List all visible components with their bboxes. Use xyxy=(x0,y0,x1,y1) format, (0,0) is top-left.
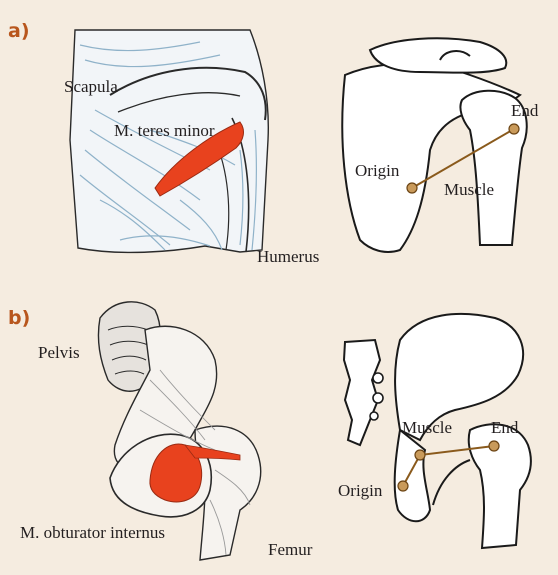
label-muscle-a: Muscle xyxy=(444,180,494,199)
panel-a: a) xyxy=(8,20,539,266)
origin-point xyxy=(407,183,417,193)
end-point xyxy=(489,441,499,451)
origin-point xyxy=(398,481,408,491)
panel-b-label: b) xyxy=(8,307,30,329)
label-humerus: Humerus xyxy=(257,247,319,266)
label-femur: Femur xyxy=(268,540,313,559)
label-end-a: End xyxy=(511,101,539,120)
shoulder-schematic xyxy=(342,38,526,252)
label-origin-b: Origin xyxy=(338,481,383,500)
label-end-b: End xyxy=(491,418,519,437)
hip-illustration xyxy=(98,302,260,560)
label-muscle-b: Muscle xyxy=(402,418,452,437)
muscle-bend-point xyxy=(415,450,425,460)
panel-b: b) xyxy=(8,302,531,560)
label-teres-minor: M. teres minor xyxy=(114,121,215,140)
shoulder-illustration xyxy=(70,30,268,252)
label-origin-a: Origin xyxy=(355,161,400,180)
end-point xyxy=(509,124,519,134)
label-scapula: Scapula xyxy=(64,77,118,96)
label-pelvis: Pelvis xyxy=(38,343,80,362)
label-obturator-internus: M. obturator internus xyxy=(20,523,165,542)
panel-a-label: a) xyxy=(8,20,30,42)
